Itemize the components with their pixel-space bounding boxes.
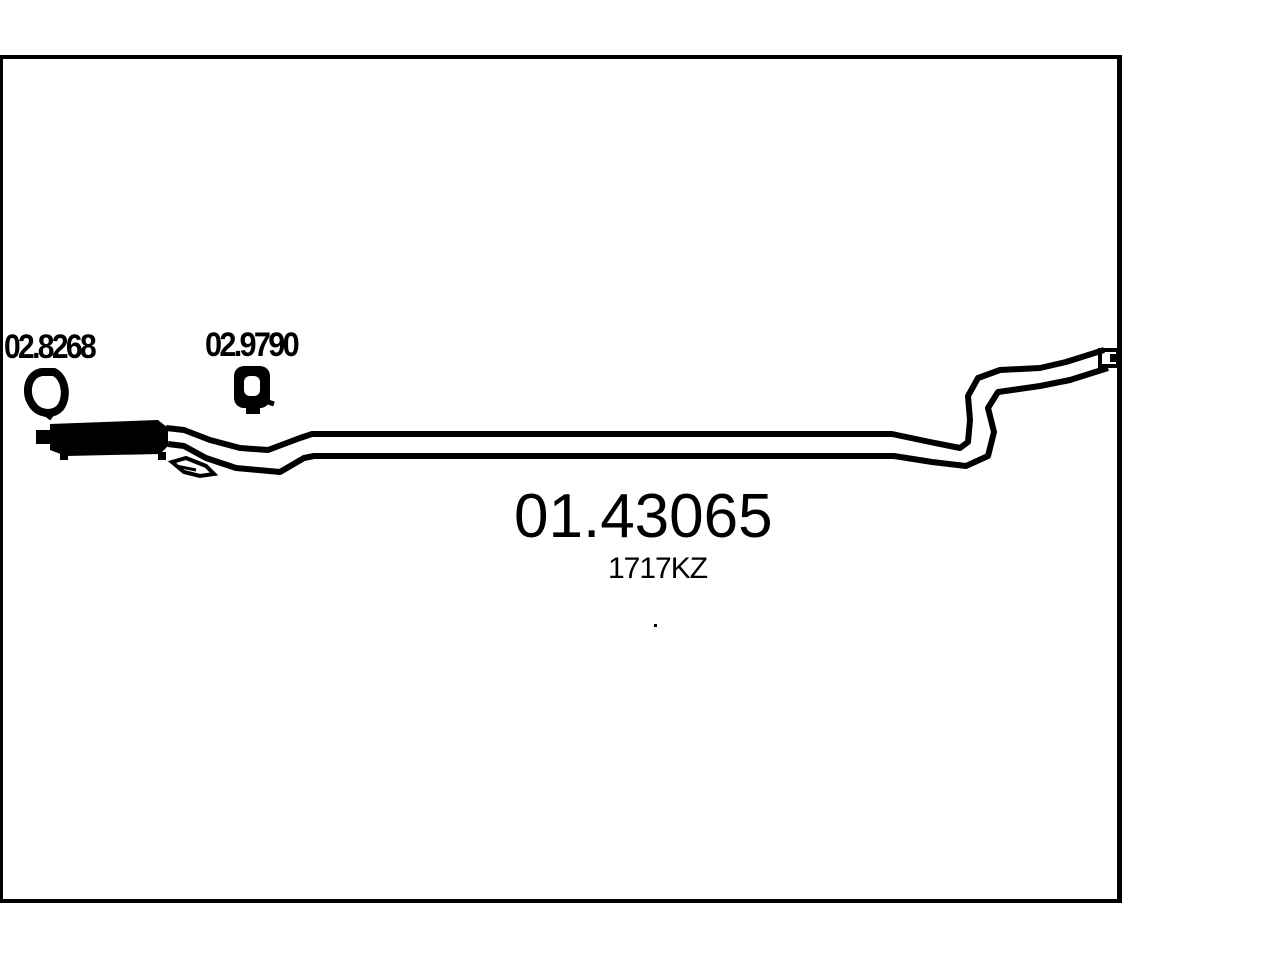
stray-dot	[654, 624, 657, 627]
hanger-callout-label: 02.9790	[205, 326, 299, 364]
exhaust-pipe-assembly	[36, 347, 1120, 479]
gasket-callout-label: 02.8268	[4, 328, 96, 366]
diagram-frame	[0, 55, 1122, 903]
part-number: 01.43065	[514, 482, 773, 551]
gasket-ring-icon	[23, 368, 69, 421]
rubber-hanger-icon	[234, 366, 275, 414]
part-code: 1717KZ	[608, 552, 708, 585]
